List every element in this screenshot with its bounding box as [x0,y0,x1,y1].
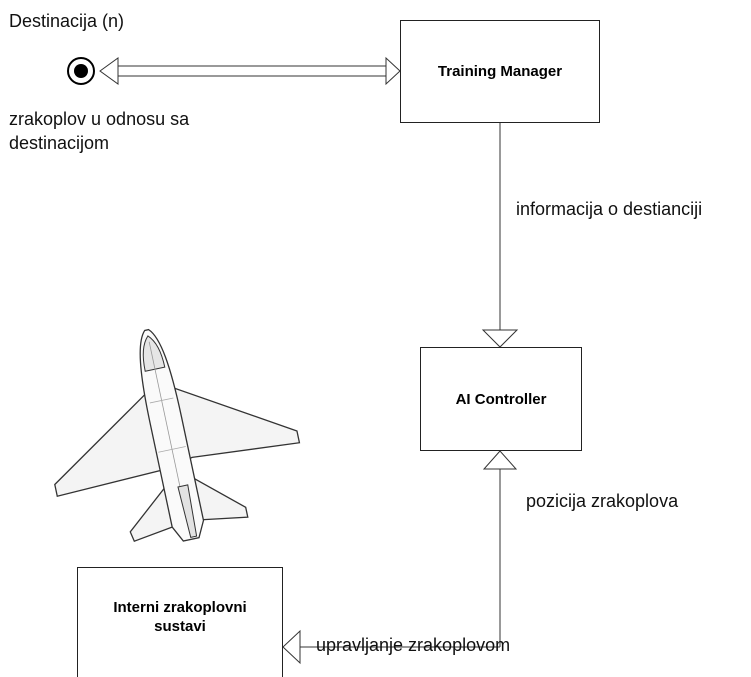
ai-controller-title: AI Controller [455,390,547,408]
destination-label: Destinacija (n) [9,11,125,31]
aircraft-position-label: pozicija zrakoplova [526,491,679,511]
aircraft-control-label: upravljanje zrakoplovom [316,635,511,655]
internal-systems-title-line2: sustavi [154,617,206,635]
relation-label-line1: zrakoplov u odnosu sa [9,109,190,129]
connector-destination-training-manager [99,56,401,86]
destination-info-label: informacija o destianciji [516,199,703,219]
training-manager-box: Training Manager [400,20,600,123]
internal-systems-title-line1: Interni zrakoplovni [113,598,247,616]
connector-ai-controller-internal-systems [282,450,518,665]
relation-label-line2: destinacijom [9,133,110,153]
connector-training-manager-ai-controller [481,123,519,348]
training-manager-title: Training Manager [437,63,563,80]
internal-systems-box: Interni zrakoplovni sustavi [77,567,283,677]
ai-controller-box: AI Controller [420,347,582,451]
destination-marker-icon [67,57,95,85]
fighter-jet-icon [54,328,301,543]
